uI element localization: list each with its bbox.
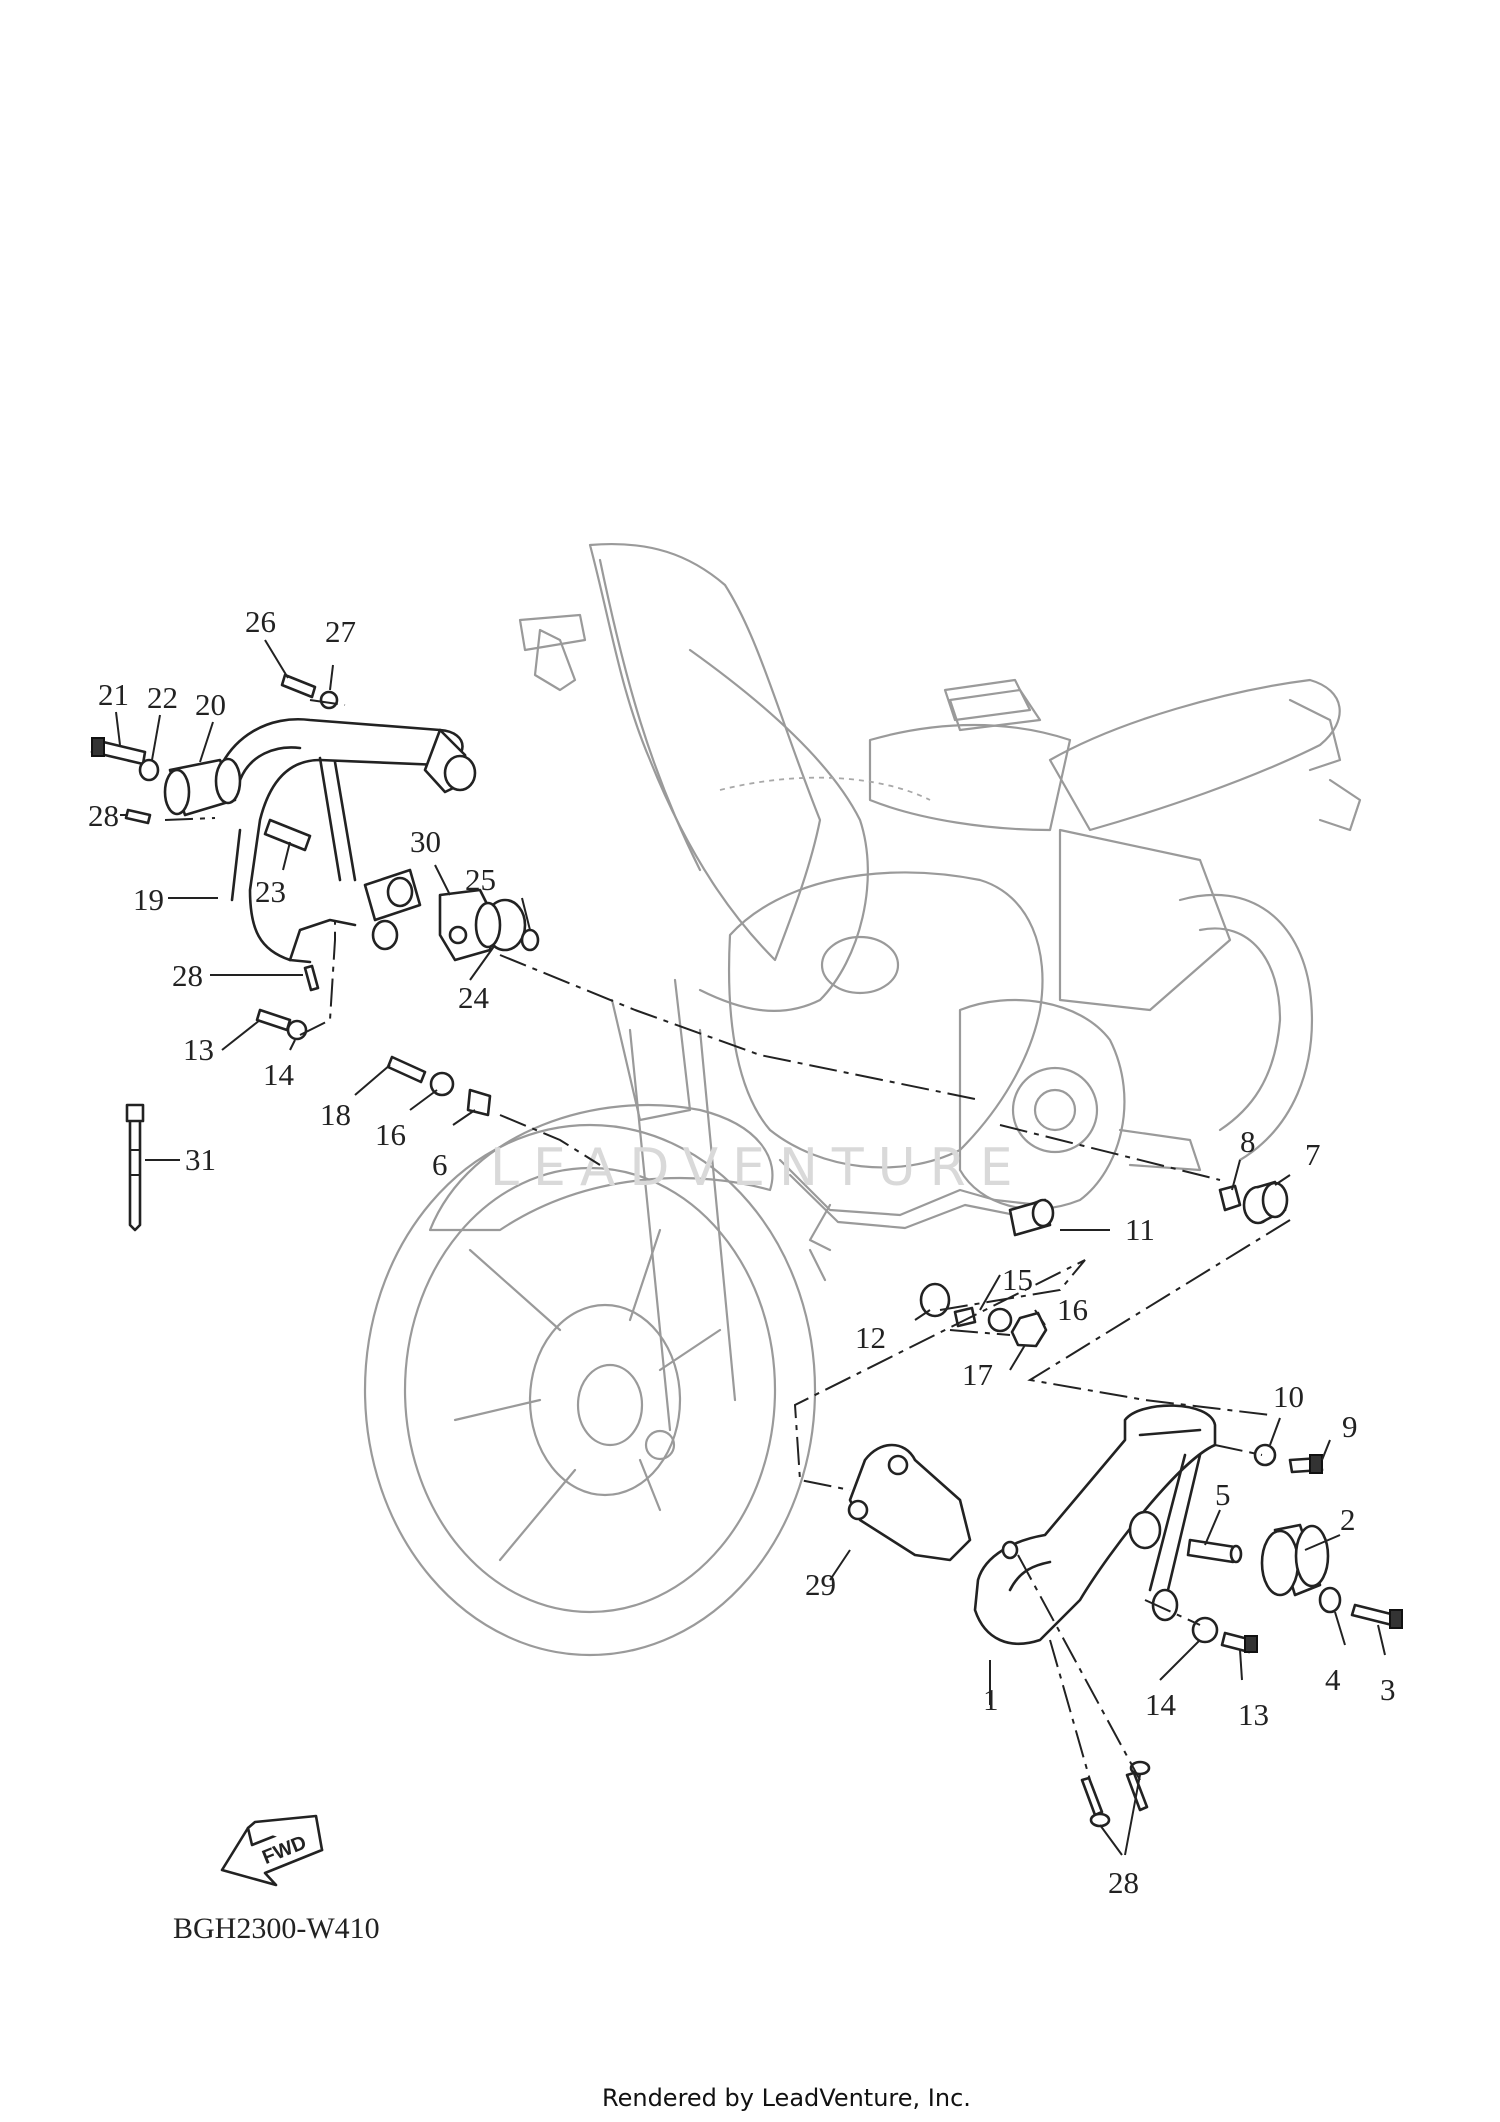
callout-15: 15 xyxy=(1002,1262,1033,1297)
bushing-2 xyxy=(1260,1523,1330,1597)
callout-10: 10 xyxy=(1273,1379,1304,1414)
callout-14-a: 14 xyxy=(263,1057,295,1092)
callout-16-b: 16 xyxy=(1057,1292,1088,1327)
callout-1: 1 xyxy=(983,1682,999,1717)
bushing-7 xyxy=(1242,1180,1289,1225)
callout-17: 17 xyxy=(962,1357,993,1392)
callout-13-a: 13 xyxy=(183,1032,214,1067)
callout-4: 4 xyxy=(1325,1662,1341,1697)
callout-19: 19 xyxy=(133,882,164,917)
bolt-21 xyxy=(90,737,147,766)
callout-12: 12 xyxy=(855,1320,886,1355)
left-guard-assembly xyxy=(90,673,540,1232)
motorcycle-outline xyxy=(363,542,1362,1657)
bushing-24 xyxy=(474,898,527,952)
washer-22 xyxy=(138,758,160,782)
bushing-20 xyxy=(163,757,242,817)
callout-20: 20 xyxy=(195,687,226,722)
nut-12 xyxy=(919,1282,951,1318)
callout-26: 26 xyxy=(245,604,276,639)
callout-22: 22 xyxy=(147,680,178,715)
collar-8 xyxy=(1218,1184,1242,1212)
callout-14-b: 14 xyxy=(1145,1687,1177,1722)
callout-28-c: 28 xyxy=(1108,1865,1139,1900)
leader-lines xyxy=(115,639,1386,1856)
callout-6: 6 xyxy=(432,1147,448,1182)
callout-23: 23 xyxy=(255,874,286,909)
callout-21: 21 xyxy=(98,677,129,712)
nut-25 xyxy=(520,928,540,952)
callout-9: 9 xyxy=(1342,1409,1358,1444)
callout-13-b: 13 xyxy=(1238,1697,1269,1732)
callout-28-a: 28 xyxy=(88,798,119,833)
callout-29: 29 xyxy=(805,1567,836,1602)
callout-30: 30 xyxy=(410,824,441,859)
callout-2: 2 xyxy=(1340,1502,1356,1537)
callout-25: 25 xyxy=(465,862,496,897)
callout-11: 11 xyxy=(1125,1212,1155,1247)
callout-3: 3 xyxy=(1380,1672,1396,1707)
washer-16b xyxy=(987,1307,1013,1333)
callout-24: 24 xyxy=(458,980,490,1015)
callout-8: 8 xyxy=(1240,1124,1256,1159)
callout-16-a: 16 xyxy=(375,1117,406,1152)
rendered-by-credit: Rendered by LeadVenture, Inc. xyxy=(602,2084,971,2112)
callout-labels: 26 27 21 22 20 28 19 23 30 25 24 28 13 1… xyxy=(88,604,1396,1900)
right-guard-assembly xyxy=(847,1404,1403,1828)
fwd-arrow-icon: FWD xyxy=(220,1814,324,1887)
callout-18: 18 xyxy=(320,1097,351,1132)
center-parts xyxy=(919,1180,1289,1348)
callout-27: 27 xyxy=(325,614,356,649)
callout-7: 7 xyxy=(1305,1137,1321,1172)
callout-5: 5 xyxy=(1215,1477,1231,1512)
callout-31: 31 xyxy=(185,1142,216,1177)
callout-28-b: 28 xyxy=(172,958,203,993)
diagram-code: BGH2300-W410 xyxy=(173,1912,380,1945)
watermark: LEADVENTURE xyxy=(490,1138,1027,1198)
